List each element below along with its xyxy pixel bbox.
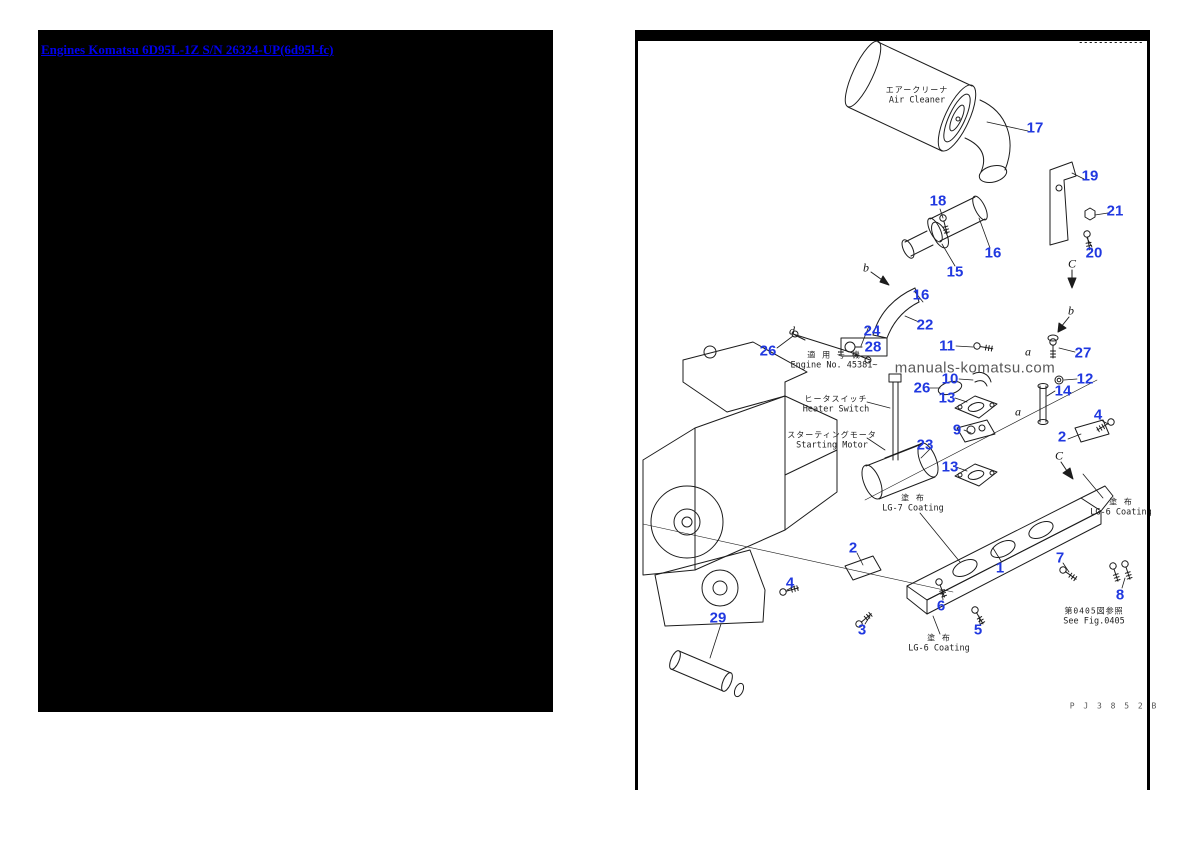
- content-placeholder-panel: Engines Komatsu 6D95L-1Z S/N 26324-UP(6d…: [38, 30, 553, 712]
- watermark-text: manuals-komatsu.com: [894, 359, 1056, 377]
- engine-parts-line-art: [642, 40, 1146, 698]
- page-right-border: [1147, 30, 1150, 790]
- page-top-border: [635, 30, 1150, 41]
- engine-model-link[interactable]: Engines Komatsu 6D95L-1Z S/N 26324-UP(6d…: [41, 42, 334, 57]
- drawing-number: P J 3 8 5 2 B: [1069, 701, 1159, 711]
- page-left-border: [635, 30, 638, 790]
